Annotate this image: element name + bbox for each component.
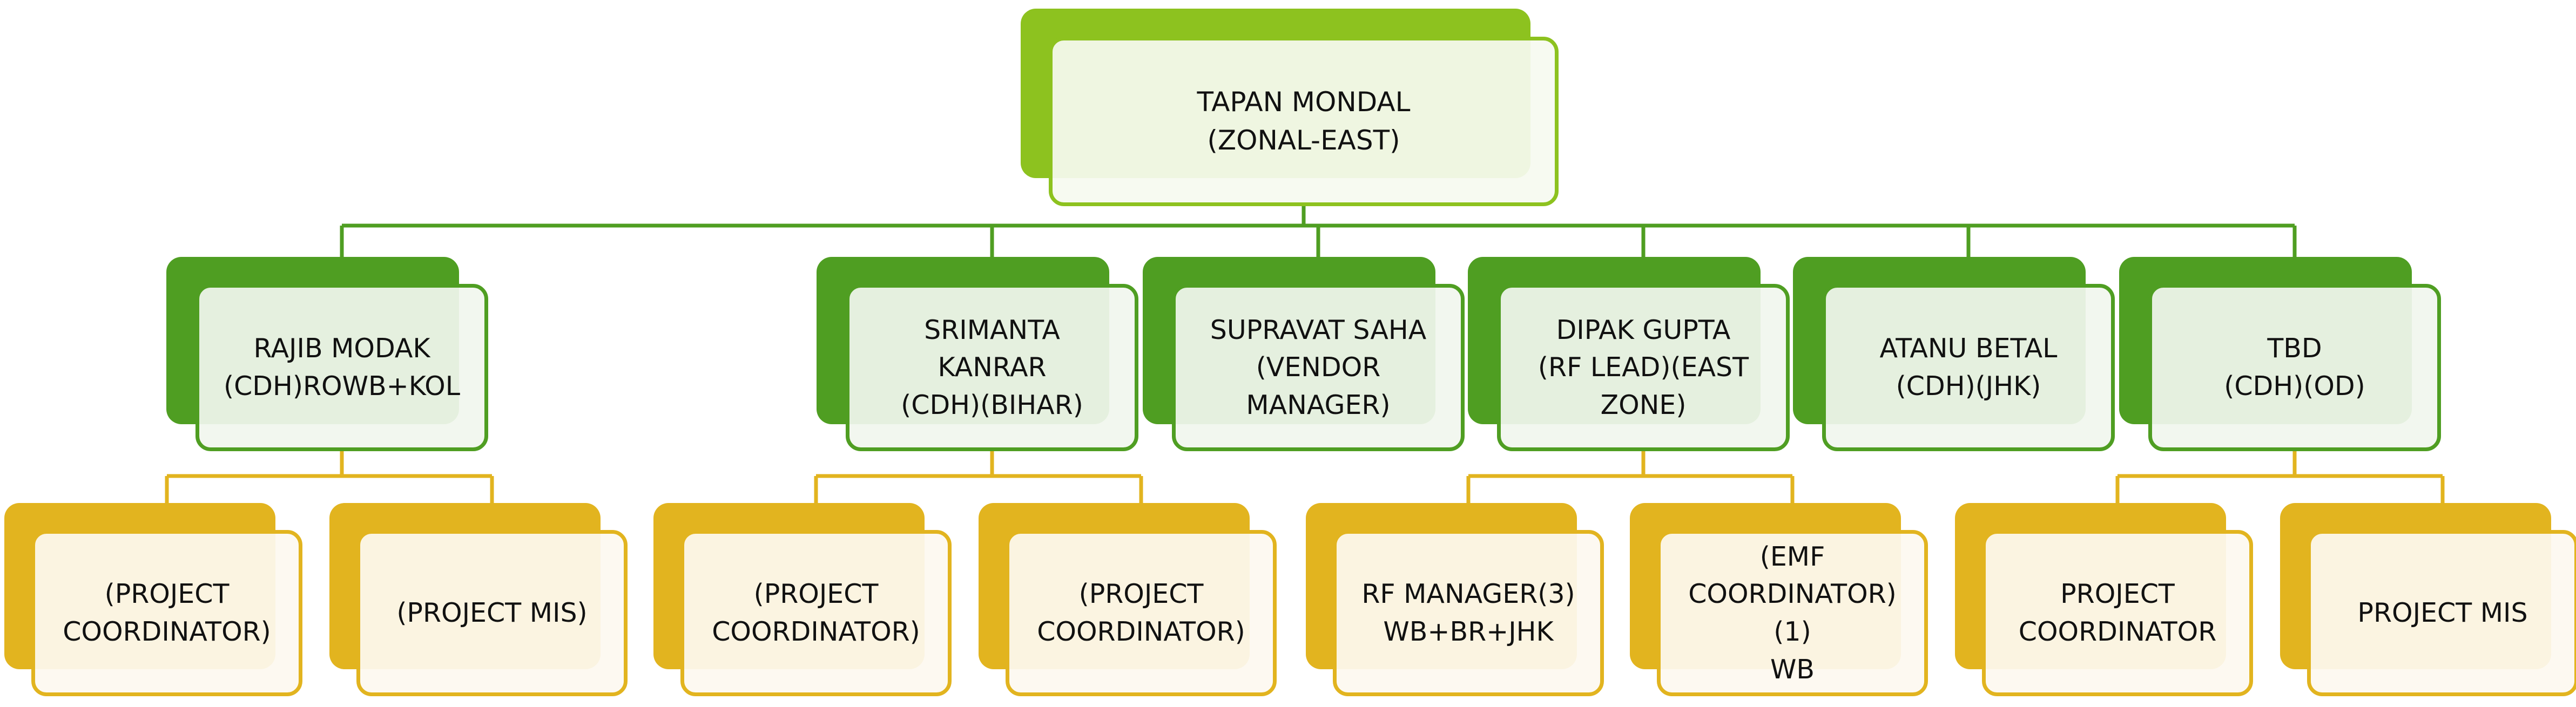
node-label-line: ATANU BETAL — [1879, 333, 2058, 364]
node-label-line: PROJECT — [2060, 579, 2175, 610]
node-label-line: RAJIB MODAK — [253, 333, 430, 364]
node-label: RF MANAGER(3) WB+BR+JHK — [1351, 575, 1586, 650]
node-srimanta-r2: (PROJECT COORDINATOR) — [979, 503, 1277, 696]
node-label-line: RF MANAGER(3) — [1361, 579, 1575, 610]
node-label-line: (CDH)(OD) — [2224, 371, 2365, 402]
node-card: RF MANAGER(3) WB+BR+JHK — [1333, 530, 1604, 696]
node-card: SUPRAVAT SAHA (VENDOR MANAGER) — [1172, 284, 1465, 451]
node-srimanta: SRIMANTA KANRAR (CDH)(BIHAR) — [817, 257, 1138, 451]
node-label-line: (PROJECT MIS) — [396, 597, 588, 629]
node-label-line: (RF LEAD)(EAST — [1537, 352, 1749, 383]
node-label-line: (CDH)(BIHAR) — [901, 389, 1083, 420]
node-dipak: DIPAK GUPTA (RF LEAD)(EAST ZONE) — [1468, 257, 1790, 451]
node-atanu: ATANU BETAL (CDH)(JHK) — [1793, 257, 2115, 451]
node-label: DIPAK GUPTA (RF LEAD)(EAST ZONE) — [1515, 311, 1772, 424]
node-label-line: (PROJECT — [1078, 579, 1204, 610]
node-card: TAPAN MONDAL (ZONAL-EAST) — [1049, 37, 1559, 206]
node-rajib: RAJIB MODAK (CDH)ROWB+KOL — [166, 257, 488, 451]
node-card: PROJECT MIS — [2307, 530, 2576, 696]
node-label: PROJECT MIS — [2325, 594, 2560, 632]
node-label-line: COORDINATOR) — [1037, 616, 1245, 647]
node-label-line: KANRAR — [938, 352, 1047, 383]
node-tapan: TAPAN MONDAL (ZONAL-EAST) — [1021, 9, 1559, 206]
node-card: (PROJECT COORDINATOR) — [31, 530, 302, 696]
node-label: (PROJECT MIS) — [374, 594, 610, 632]
node-label-line: COORDINATOR — [2018, 616, 2217, 647]
node-label-line: (ZONAL-EAST) — [1207, 125, 1400, 156]
node-card: ATANU BETAL (CDH)(JHK) — [1822, 284, 2115, 451]
node-label-line: DIPAK GUPTA — [1556, 314, 1731, 345]
node-card: (PROJECT COORDINATOR) — [1006, 530, 1277, 696]
node-label-line: WB+BR+JHK — [1383, 616, 1554, 647]
node-label-line: (EMF — [1759, 541, 1825, 572]
node-label: SUPRAVAT SAHA (VENDOR MANAGER) — [1190, 311, 1447, 424]
node-tbd-r1: PROJECT COORDINATOR — [1955, 503, 2253, 696]
node-card: TBD (CDH)(OD) — [2148, 284, 2441, 451]
node-srimanta-r1: (PROJECT COORDINATOR) — [653, 503, 952, 696]
node-rajib-r2: (PROJECT MIS) — [329, 503, 628, 696]
node-supravat: SUPRAVAT SAHA (VENDOR MANAGER) — [1143, 257, 1465, 451]
node-label: PROJECT COORDINATOR — [2000, 575, 2235, 650]
node-card: (PROJECT MIS) — [356, 530, 628, 696]
node-label-line: (PROJECT — [753, 579, 879, 610]
node-label-line: ZONE) — [1600, 389, 1687, 420]
node-label-line: (CDH)ROWB+KOL — [223, 371, 461, 402]
node-label-line: COORDINATOR) — [63, 616, 271, 647]
node-label: (PROJECT COORDINATOR) — [1023, 575, 1259, 650]
node-label: (EMF COORDINATOR)(1) WB — [1675, 538, 1910, 688]
node-label: RAJIB MODAK (CDH)ROWB+KOL — [213, 330, 470, 405]
node-card: RAJIB MODAK (CDH)ROWB+KOL — [195, 284, 488, 451]
node-label-line: COORDINATOR) — [712, 616, 920, 647]
node-label-line: PROJECT MIS — [2357, 597, 2528, 629]
node-tbd: TBD (CDH)(OD) — [2119, 257, 2441, 451]
node-label-line: TAPAN MONDAL — [1197, 86, 1411, 118]
node-dipak-r2: (EMF COORDINATOR)(1) WB — [1630, 503, 1928, 696]
node-card: (PROJECT COORDINATOR) — [680, 530, 952, 696]
node-label: TBD (CDH)(OD) — [2166, 330, 2423, 405]
node-label: TAPAN MONDAL (ZONAL-EAST) — [1067, 83, 1541, 160]
node-label-line: TBD — [2267, 333, 2322, 364]
node-label: (PROJECT COORDINATOR) — [49, 575, 285, 650]
node-label-line: SRIMANTA — [924, 314, 1060, 345]
node-label-line: MANAGER) — [1246, 389, 1391, 420]
node-label-line: (PROJECT — [104, 579, 230, 610]
node-label: ATANU BETAL (CDH)(JHK) — [1840, 330, 2097, 405]
node-card: (EMF COORDINATOR)(1) WB — [1657, 530, 1928, 696]
node-rajib-r1: (PROJECT COORDINATOR) — [4, 503, 302, 696]
node-dipak-r1: RF MANAGER(3) WB+BR+JHK — [1306, 503, 1604, 696]
node-label-line: SUPRAVAT SAHA — [1210, 314, 1427, 345]
node-card: SRIMANTA KANRAR (CDH)(BIHAR) — [846, 284, 1138, 451]
node-label-line: (VENDOR — [1256, 352, 1381, 383]
node-label-line: (CDH)(JHK) — [1896, 371, 2041, 402]
node-label-line: WB — [1770, 654, 1815, 685]
node-label: SRIMANTA KANRAR (CDH)(BIHAR) — [864, 311, 1121, 424]
node-card: DIPAK GUPTA (RF LEAD)(EAST ZONE) — [1497, 284, 1790, 451]
node-label: (PROJECT COORDINATOR) — [698, 575, 934, 650]
node-label-line: COORDINATOR)(1) — [1688, 579, 1897, 647]
node-card: PROJECT COORDINATOR — [1982, 530, 2253, 696]
node-tbd-r2: PROJECT MIS — [2280, 503, 2576, 696]
